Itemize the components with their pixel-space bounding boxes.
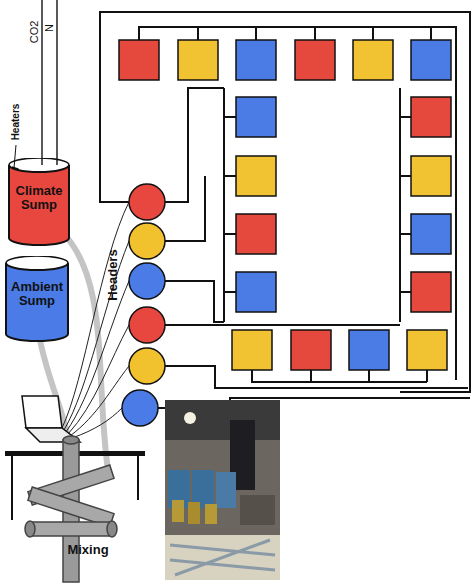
table-leg xyxy=(137,456,139,500)
tank-square xyxy=(236,97,276,137)
wire xyxy=(252,370,427,382)
pipe-end xyxy=(25,521,35,537)
photo-pipes xyxy=(170,540,275,575)
sump-tank: Ambient Sump xyxy=(5,256,69,342)
pipe-end xyxy=(107,521,117,537)
tank-square xyxy=(232,330,272,370)
tank-label: Climate Sump xyxy=(8,184,70,212)
tank-square xyxy=(295,40,335,80)
tank-square xyxy=(178,40,218,80)
part-label: N xyxy=(43,24,55,32)
cylinder-rim xyxy=(6,256,68,263)
sump-tank: Climate Sump xyxy=(8,158,70,246)
wire xyxy=(158,88,470,408)
photo-ceiling xyxy=(165,400,280,440)
table-leg xyxy=(11,456,13,520)
tank-square xyxy=(411,97,451,137)
photo-bucket xyxy=(188,502,200,524)
header-circle xyxy=(129,348,165,384)
wire xyxy=(100,12,470,392)
part-label: Mixing xyxy=(67,542,108,557)
laptop-screen xyxy=(22,396,62,428)
header-circle xyxy=(129,263,165,299)
wire xyxy=(139,27,456,380)
header-circle xyxy=(129,184,165,220)
co2-pipe xyxy=(41,0,43,165)
pipe-end xyxy=(63,436,79,444)
photo-light xyxy=(184,412,196,424)
photo-bucket xyxy=(172,500,184,522)
cylinder-body xyxy=(9,165,69,245)
tank-square xyxy=(236,156,276,196)
header-circle xyxy=(129,223,165,259)
manifold-pipe xyxy=(28,487,114,527)
photo-equipment xyxy=(240,495,275,525)
photo-floor xyxy=(165,535,280,580)
tank-square xyxy=(291,330,331,370)
manifold-pipe xyxy=(30,522,112,536)
tank-label: Ambient Sump xyxy=(5,280,69,308)
tank-square xyxy=(236,272,276,312)
wire xyxy=(198,27,431,40)
cylinder-rim xyxy=(9,158,69,165)
photo-bucket xyxy=(205,504,217,524)
photo-barrel xyxy=(216,472,236,508)
header-circle xyxy=(129,307,165,343)
wire xyxy=(400,88,411,322)
tank-square xyxy=(119,40,159,80)
tank-square xyxy=(236,214,276,254)
header-circle xyxy=(122,390,158,426)
tank-square xyxy=(411,40,451,80)
cable xyxy=(68,325,129,434)
cable xyxy=(64,241,129,430)
cylinder-body xyxy=(6,263,68,341)
tank-square xyxy=(411,272,451,312)
tank-square xyxy=(411,156,451,196)
tank-square xyxy=(411,214,451,254)
heater-wire xyxy=(14,145,16,168)
photo xyxy=(165,400,280,580)
part-label: Heaters xyxy=(10,104,21,141)
wire xyxy=(224,88,236,322)
tank-square xyxy=(349,330,389,370)
n-pipe xyxy=(56,0,58,165)
tank-square xyxy=(236,40,276,80)
part-label: CO2 xyxy=(28,21,40,44)
tank-square xyxy=(407,330,447,370)
cable xyxy=(72,408,122,438)
part-label: Headers xyxy=(105,249,120,300)
tank-square xyxy=(353,40,393,80)
